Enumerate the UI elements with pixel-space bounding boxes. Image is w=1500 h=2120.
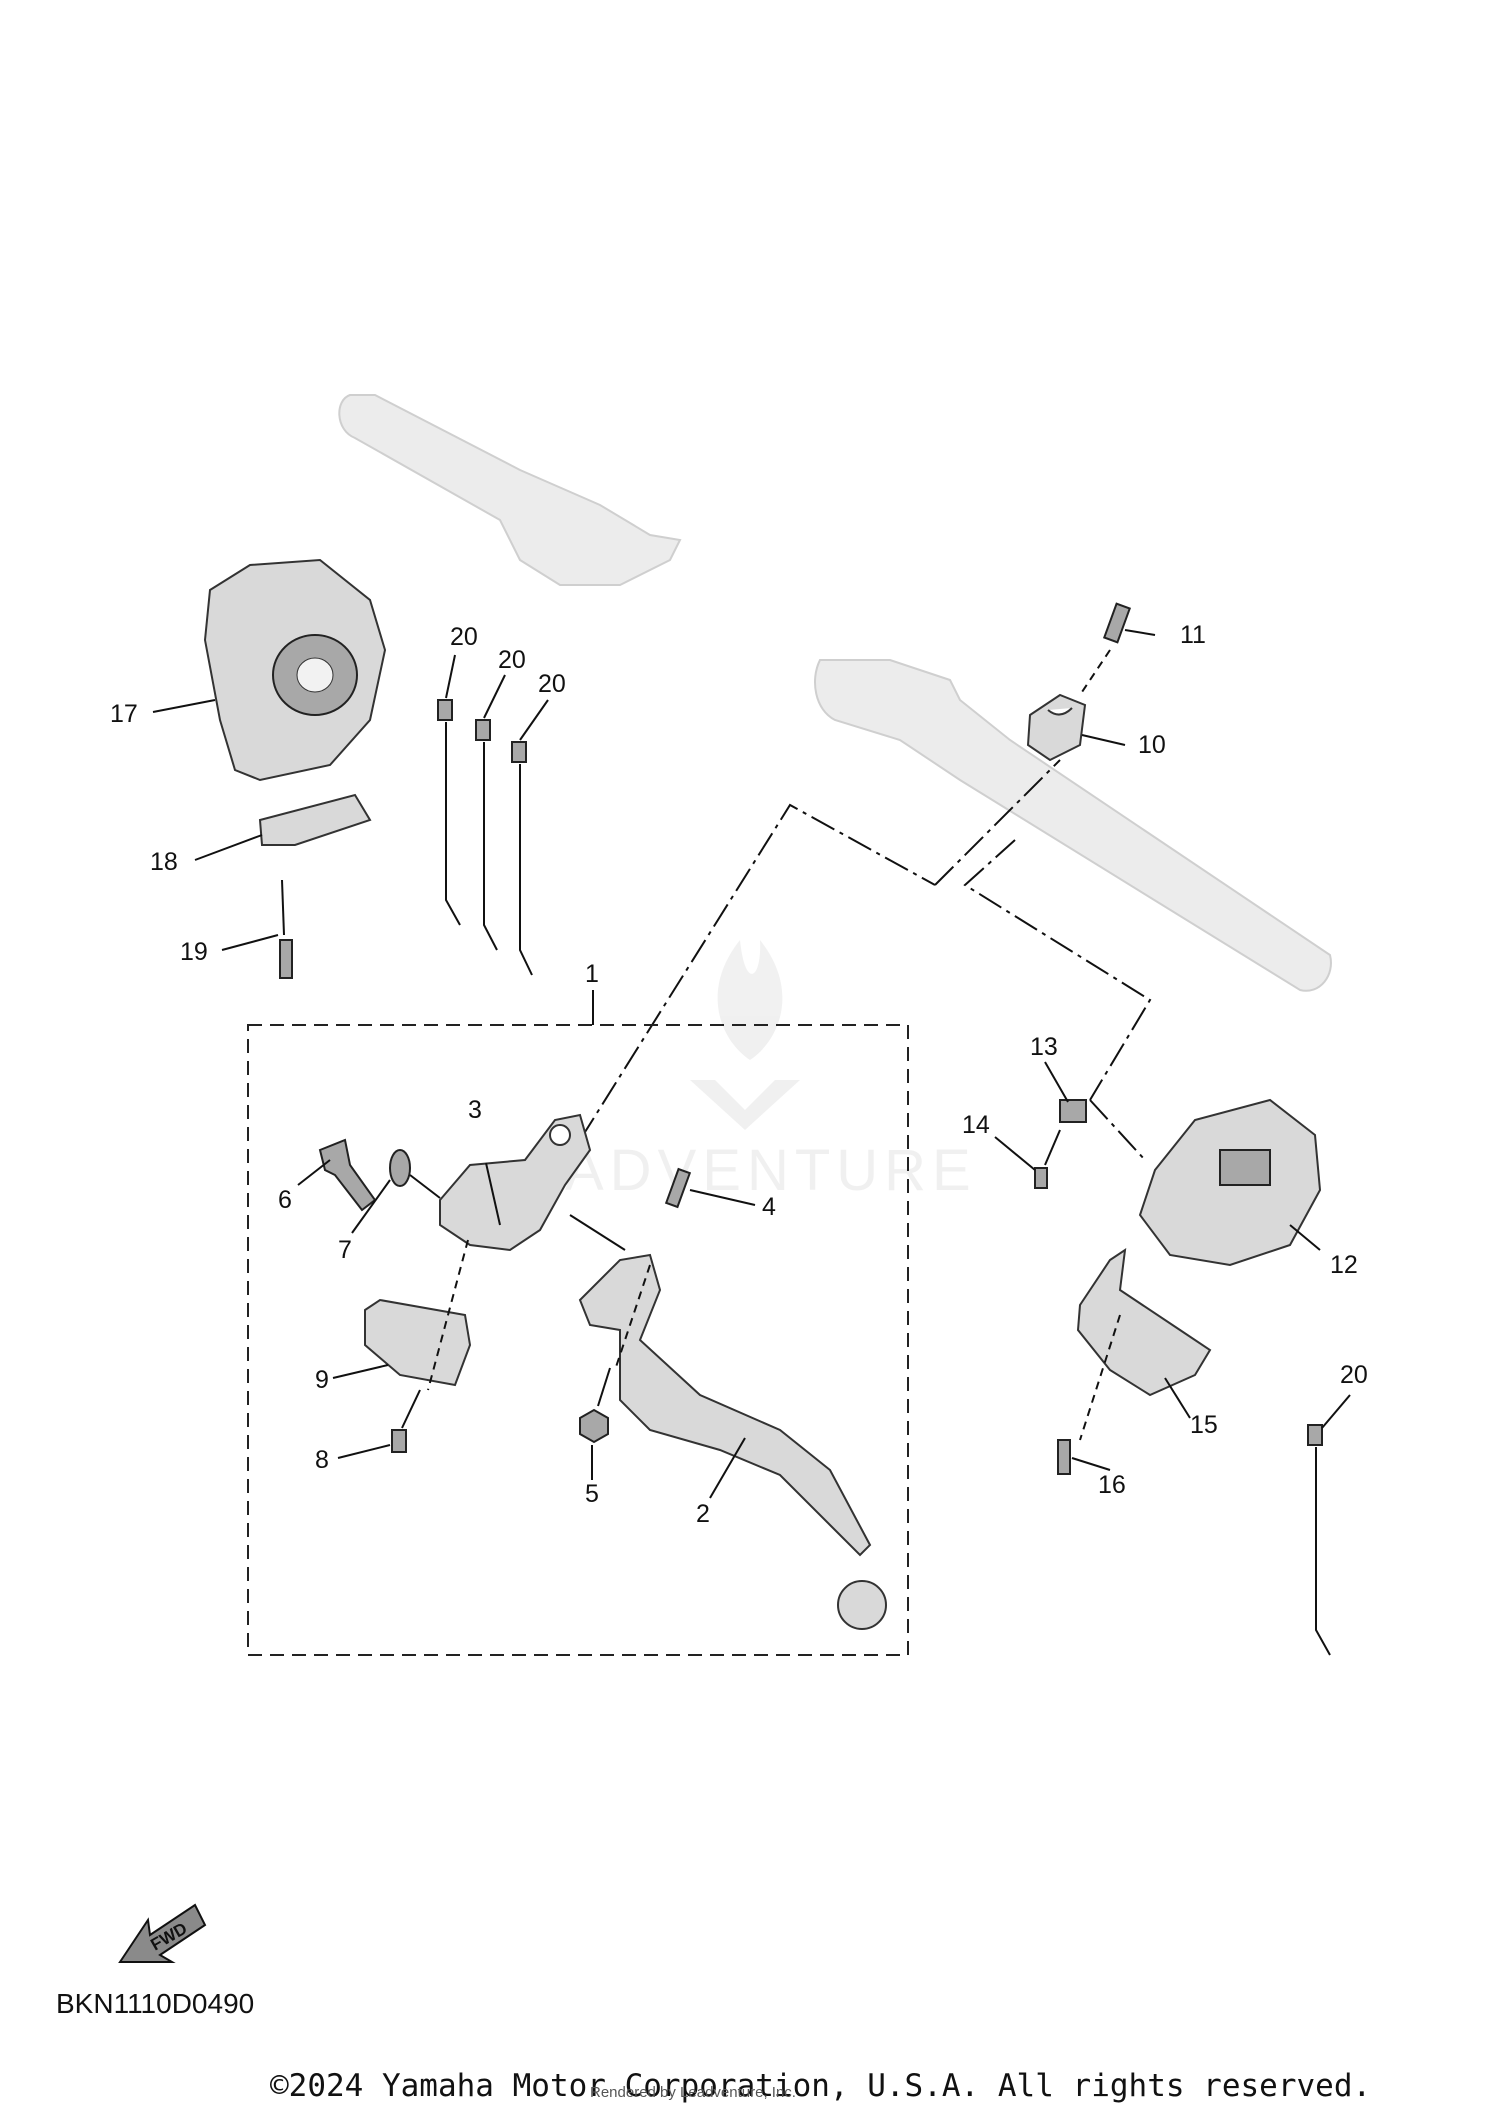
rendered-by-credit: Rendered by Leadventure, Inc. [590,2084,796,2101]
part-14-screw [1034,1167,1048,1189]
assembly-1-box [247,1024,909,1656]
fwd-arrow-icon: FWD [118,1903,207,1963]
right-handlebar [814,659,1332,992]
part-16-screw [1057,1439,1071,1475]
callout-20a: 20 [450,623,478,651]
phantom-lines [579,759,1152,1161]
callout-20c: 20 [538,670,566,698]
callout-8: 8 [315,1446,329,1474]
callout-20b: 20 [498,646,526,674]
part-7-collar [389,1149,411,1187]
watermark-text: ADVENTURE [565,1138,977,1203]
copyright-notice: ©2024 Yamaha Motor Corporation, U.S.A. A… [270,2068,1372,2104]
callout-13: 13 [1030,1033,1058,1061]
callout-20d: 20 [1340,1361,1368,1389]
upper-handlebar [338,394,682,586]
watermark: ADVENTURE [565,940,977,1203]
callout-1: 1 [585,960,599,988]
part-19-screw [279,939,293,979]
callout-14: 14 [962,1111,990,1139]
part-8-screw [391,1429,407,1453]
diagram-code: BKN1110D0490 [56,1988,255,2019]
callout-17: 17 [110,700,138,728]
callout-16: 16 [1098,1471,1126,1499]
part-3-lever-holder [439,1113,592,1252]
part-20-cable-tie-right [1307,1424,1331,1656]
part-10-clamp [1026,693,1087,762]
callout-15: 15 [1190,1411,1218,1439]
callout-12: 12 [1330,1251,1358,1279]
callout-19: 19 [180,938,208,966]
part-6-bolt [318,1138,377,1212]
part-9-switch [364,1298,472,1387]
leader-lines [152,629,1351,1499]
callout-7: 7 [338,1236,352,1264]
part-18-bracket [258,793,372,846]
part-20-cable-ties-left [437,699,533,976]
part-4-pin [664,1167,692,1209]
part-15-bracket [1076,1247,1212,1397]
part-13-fitting [1059,1099,1087,1123]
part-2-lever [578,1253,887,1630]
part-12-switch-housing [1138,1098,1322,1267]
part-11-screw [1102,602,1132,644]
callout-3: 3 [468,1096,482,1124]
callout-labels: 17 18 19 20 20 20 11 10 1 3 6 7 4 9 8 5 … [110,621,1368,1528]
callout-11: 11 [1180,621,1206,649]
part-17-switch-housing [203,558,387,782]
callout-5: 5 [585,1480,599,1508]
callout-2: 2 [696,1500,710,1528]
callout-4: 4 [762,1193,776,1221]
part-5-nut [579,1408,609,1444]
callout-10: 10 [1138,731,1166,759]
callout-6: 6 [278,1186,292,1214]
callout-18: 18 [150,848,178,876]
callout-9: 9 [315,1366,329,1394]
